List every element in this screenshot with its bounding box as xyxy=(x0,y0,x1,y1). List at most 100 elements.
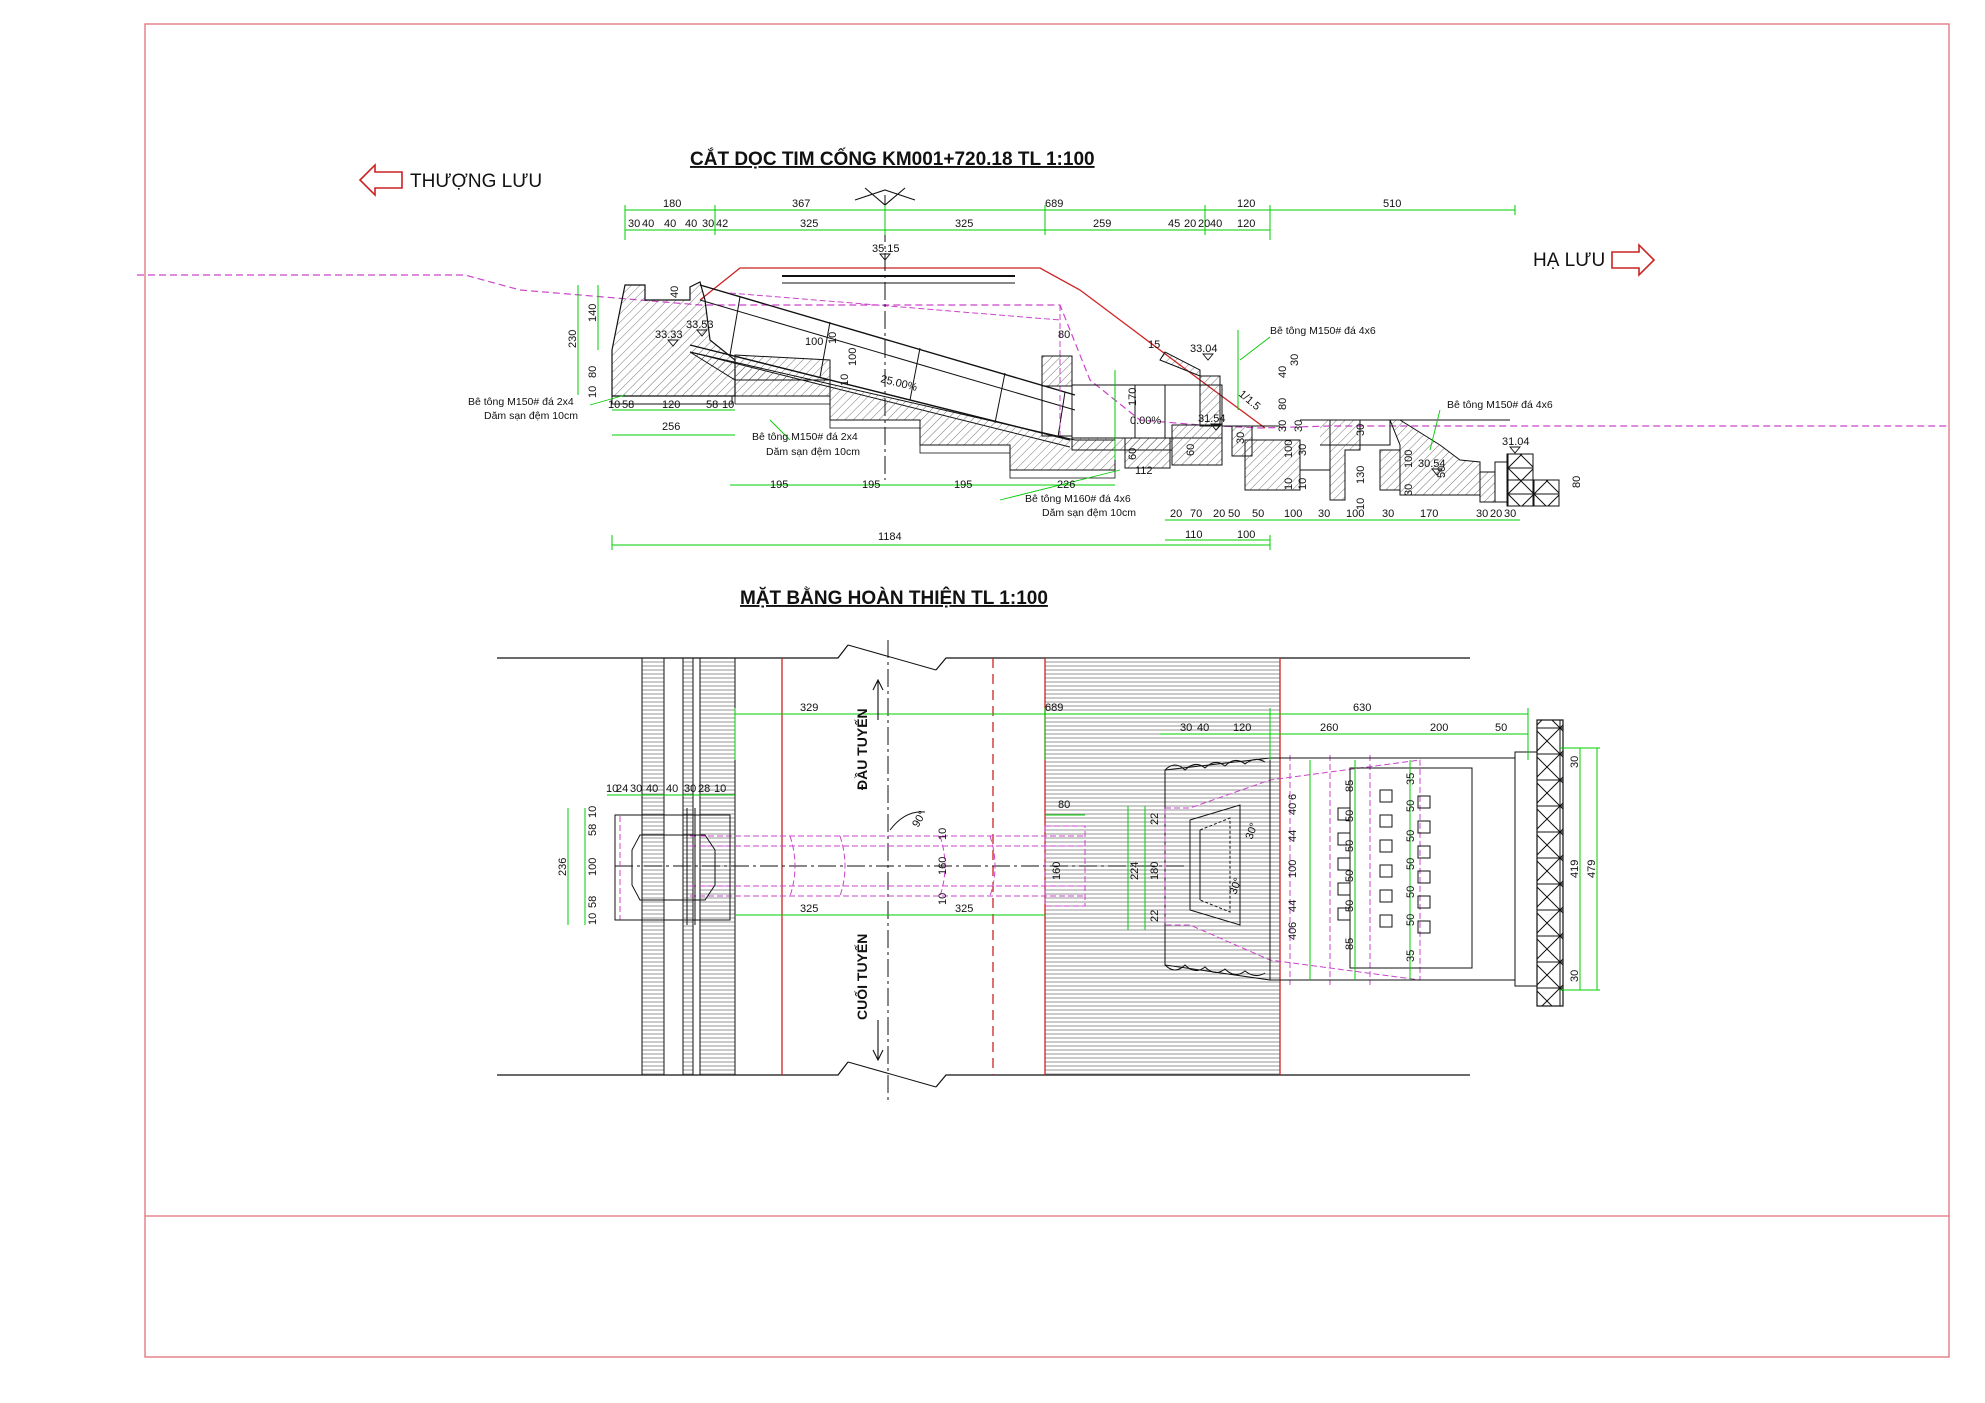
elev-1: 35.15 xyxy=(872,243,900,255)
plan-dim-tr-5: 200 xyxy=(1430,722,1448,734)
dim-misc-10: 30 xyxy=(1235,432,1247,444)
plan-dim-lv-236: 236 xyxy=(557,858,569,876)
dim-misc-26: 80 xyxy=(1571,476,1583,488)
plan-dim-lv-10a: 10 xyxy=(587,806,599,818)
elev-3: 33.53 xyxy=(686,319,714,331)
section-bottom-right-dims: 20 70 20 50 50 100 30 100 30 170 30 20 3… xyxy=(878,508,1516,543)
dim-256: 256 xyxy=(662,421,680,433)
note-concrete-left: Bê tông M150# đá 2x4 xyxy=(468,396,574,408)
dim-misc-25: 50 xyxy=(1436,466,1448,478)
dim-bl-2: 58 xyxy=(622,399,634,411)
dim-bl-3: 120 xyxy=(662,399,680,411)
plan-dim-329: 329 xyxy=(800,702,818,714)
elev-7: 31.04 xyxy=(1502,436,1530,448)
dim-misc-23: 100 xyxy=(1403,450,1415,468)
section-step-dims: 195 195 195 226 112 xyxy=(770,465,1153,491)
dim-misc-27: 30 xyxy=(1355,424,1367,436)
section-elevations: 35.15 33.33 33.53 33.04 31.54 30.54 31.0… xyxy=(655,243,1530,476)
dim-br-12: 20 xyxy=(1490,508,1502,520)
plan-dim-l-2: 24 xyxy=(616,783,628,795)
plan-dim-l-8: 10 xyxy=(714,783,726,795)
dim-misc-16: 30 xyxy=(1293,420,1305,432)
plan-dim-b2-5: 50 xyxy=(1344,900,1356,912)
dim-misc-8: 60 xyxy=(1127,448,1139,460)
plan-dim-b1-1: 40 xyxy=(1287,803,1299,815)
dim-misc-15: 30 xyxy=(1277,420,1289,432)
plan-dim-b3-2: 50 xyxy=(1405,800,1417,812)
dim-row2-11: 20 xyxy=(1184,218,1196,230)
plan-dim-b3-6: 50 xyxy=(1405,914,1417,926)
plan-dim-tr-4: 260 xyxy=(1320,722,1338,734)
dim-110: 110 xyxy=(1185,529,1203,541)
dim-misc-21: 130 xyxy=(1355,466,1367,484)
plan-dim-tr-2: 40 xyxy=(1197,722,1209,734)
upstream-arrow-icon xyxy=(358,163,403,197)
dim-misc-9: 60 xyxy=(1185,444,1197,456)
plan-dim-o-4: 22 xyxy=(1149,910,1161,922)
dim-row2-8: 325 xyxy=(955,218,973,230)
dim-misc-17: 100 xyxy=(1283,440,1295,458)
dim-top-4: 120 xyxy=(1237,198,1255,210)
dim-misc-7: 170 xyxy=(1127,388,1139,406)
dim-misc-3: 100 xyxy=(847,348,859,366)
angle-arc xyxy=(889,811,926,831)
plan-dim-lv-100: 100 xyxy=(587,858,599,876)
plan-inlet xyxy=(614,808,731,925)
plan-dim-b3-1: 35 xyxy=(1405,773,1417,785)
sheet-border xyxy=(144,23,1950,1358)
plan-title: MẶT BẰNG HOÀN THIỆN TL 1:100 xyxy=(740,587,1048,609)
note-concrete-m160: Bê tông M160# đá 4x6 xyxy=(1025,493,1131,505)
plan-dim-630: 630 xyxy=(1353,702,1371,714)
note-concrete-right1: Bê tông M150# đá 4x6 xyxy=(1270,325,1376,337)
dim-br-8: 100 xyxy=(1346,508,1364,520)
plan-dim-o-2: 224 xyxy=(1129,862,1141,880)
dim-row2-5: 30 xyxy=(702,218,714,230)
dim-row2-7: 325 xyxy=(800,218,818,230)
plan-dim-b2-6: 85 xyxy=(1344,938,1356,950)
plan-dim-pipe-1: 325 xyxy=(800,903,818,915)
plan-dim-pv-2: 160 xyxy=(937,857,949,875)
elev-5: 31.54 xyxy=(1198,413,1226,425)
dim-top-2: 367 xyxy=(792,198,810,210)
plan-dim-rv-1: 30 xyxy=(1569,756,1581,768)
plan-dim-b2-2: 50 xyxy=(1344,810,1356,822)
stepped-foundation xyxy=(689,351,1116,471)
dim-row2-2: 40 xyxy=(642,218,654,230)
upstream-label: THƯỢNG LƯU xyxy=(410,171,542,192)
plan-dim-689: 689 xyxy=(1045,702,1063,714)
dim-br-11: 30 xyxy=(1476,508,1488,520)
plan-dim-pipe-2: 325 xyxy=(955,903,973,915)
note-gravel-mid: Dăm sạn đệm 10cm xyxy=(766,446,860,458)
dim-row2-9: 259 xyxy=(1093,218,1111,230)
dim-misc-1: 40 xyxy=(669,286,681,298)
plan-dim-pv-4: 160 xyxy=(1051,862,1063,880)
dim-100: 100 xyxy=(1237,529,1255,541)
dim-row2-10: 45 xyxy=(1168,218,1180,230)
note-concrete-mid: Bê tông M150# đá 2x4 xyxy=(752,431,858,443)
dim-row2-6: 42 xyxy=(716,218,728,230)
plan-dim-tr-3: 120 xyxy=(1233,722,1251,734)
elev-2: 33.33 xyxy=(655,329,683,341)
dim-row2-12: 20 xyxy=(1198,218,1210,230)
plan-basin xyxy=(1269,751,1538,987)
section-dimension-lines xyxy=(577,205,1520,550)
plan-dim-b3-7: 35 xyxy=(1405,950,1417,962)
dim-row2-1: 30 xyxy=(628,218,640,230)
plan-dim-l-5: 40 xyxy=(666,783,678,795)
downstream-label: HẠ LƯU xyxy=(1533,250,1605,271)
dim-br-1: 20 xyxy=(1170,508,1182,520)
plan-dim-l-7: 28 xyxy=(698,783,710,795)
plan-angle-1: 90° xyxy=(910,809,929,829)
dim-br-4: 50 xyxy=(1228,508,1240,520)
plan-angle-2: 30° xyxy=(1244,821,1261,841)
plan-dim-l-1: 10 xyxy=(606,783,618,795)
dim-v-230: 230 xyxy=(567,330,579,348)
plan-dim-b1-3: 44 xyxy=(1287,830,1299,842)
dim-bl-5: 10 xyxy=(722,399,734,411)
plan-dim-b2-1: 85 xyxy=(1344,780,1356,792)
dim-misc-18: 30 xyxy=(1297,444,1309,456)
plan-dim-rv-3: 479 xyxy=(1586,860,1598,878)
dim-total: 1184 xyxy=(878,531,902,543)
natural-ground-line xyxy=(137,274,1950,429)
